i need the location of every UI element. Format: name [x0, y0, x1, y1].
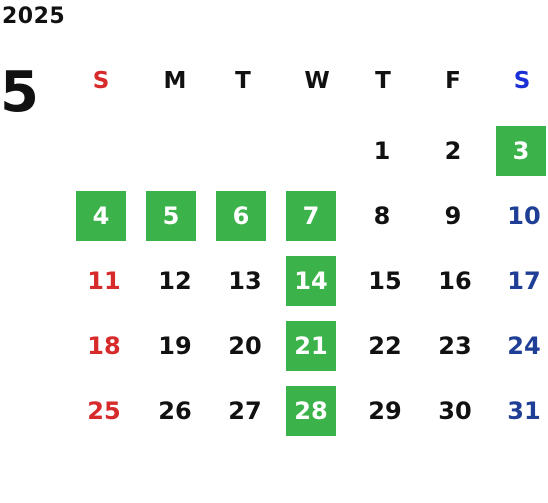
day-16: 16 [438, 267, 472, 295]
day-22: 22 [368, 332, 402, 360]
day-21: 21 [286, 321, 336, 371]
day-28: 28 [286, 386, 336, 436]
day-25: 25 [87, 397, 121, 425]
weekday-thu: T [375, 68, 391, 94]
day-12: 12 [158, 267, 192, 295]
day-19: 19 [158, 332, 192, 360]
weekday-mon: M [163, 68, 187, 94]
day-9: 9 [444, 202, 462, 230]
day-10: 10 [507, 202, 541, 230]
day-30: 30 [438, 397, 472, 425]
weekday-sat: S [513, 68, 531, 94]
day-17: 17 [507, 267, 541, 295]
day-2: 2 [444, 137, 462, 165]
day-27: 27 [228, 397, 262, 425]
month-label: 5 [0, 60, 39, 125]
day-24: 24 [507, 332, 541, 360]
day-11: 11 [87, 267, 121, 295]
day-13: 13 [228, 267, 262, 295]
day-1: 1 [373, 137, 391, 165]
weekday-fri: F [445, 68, 461, 94]
day-4: 4 [76, 191, 126, 241]
day-23: 23 [438, 332, 472, 360]
day-7: 7 [286, 191, 336, 241]
day-6: 6 [216, 191, 266, 241]
day-20: 20 [228, 332, 262, 360]
day-3: 3 [496, 126, 546, 176]
day-5: 5 [146, 191, 196, 241]
day-15: 15 [368, 267, 402, 295]
day-14: 14 [286, 256, 336, 306]
weekday-wed: W [304, 68, 330, 94]
weekday-sun: S [92, 68, 110, 94]
year-label: 2025 [2, 4, 66, 29]
day-31: 31 [507, 397, 541, 425]
day-26: 26 [158, 397, 192, 425]
weekday-tue: T [235, 68, 251, 94]
day-8: 8 [373, 202, 391, 230]
day-29: 29 [368, 397, 402, 425]
day-18: 18 [87, 332, 121, 360]
